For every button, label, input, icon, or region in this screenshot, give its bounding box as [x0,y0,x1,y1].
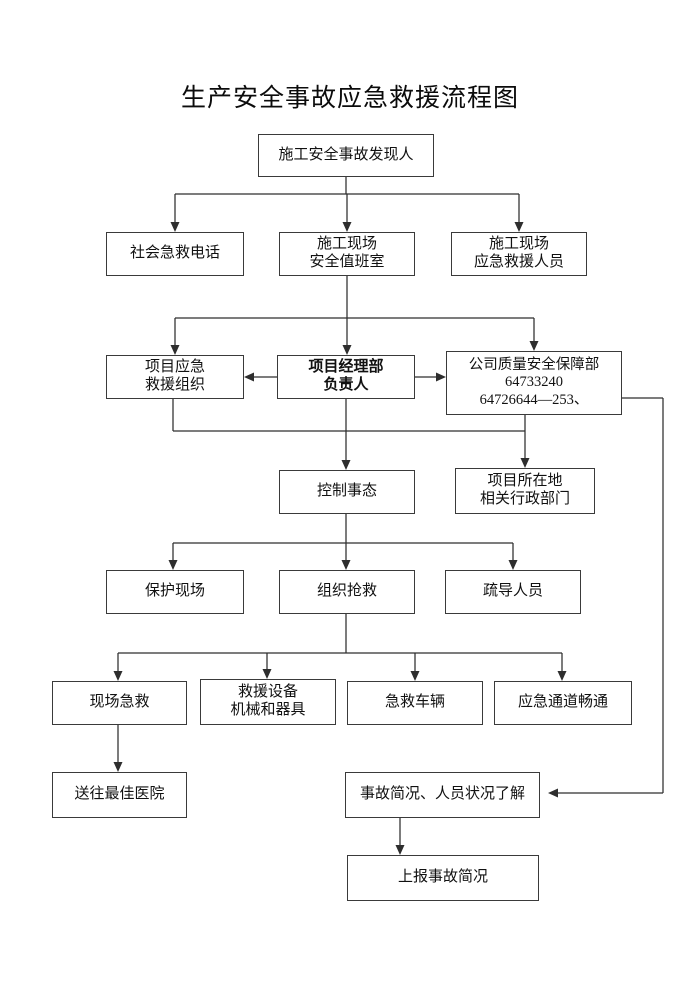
node-label: 保护现场 [144,583,205,600]
node-label: 项目应急 救援组织 [144,359,205,393]
node-label: 项目经理部 负责人 [308,359,384,393]
node-label: 项目所在地 相关行政部门 [479,473,570,507]
node-label: 组织抢救 [316,583,377,600]
page-title: 生产安全事故应急救援流程图 [180,85,519,112]
node-site-rescue-staff[interactable]: 施工现场 应急救援人员 [451,232,587,276]
node-discoverer[interactable]: 施工安全事故发现人 [258,134,434,177]
node-project-manager[interactable]: 项目经理部 负责人 [277,355,415,399]
node-label: 公司质量安全保障部 64733240 64726644—253、 [468,357,600,408]
node-label: 事故简况、人员状况了解 [359,786,525,803]
node-company-qsd[interactable]: 公司质量安全保障部 64733240 64726644—253、 [446,351,622,415]
node-label: 疏导人员 [482,583,543,600]
node-label: 控制事态 [316,483,377,500]
node-control-situation[interactable]: 控制事态 [279,470,415,514]
node-project-rescue-org[interactable]: 项目应急 救援组织 [106,355,244,399]
node-label: 现场急救 [89,694,150,711]
node-report-incident[interactable]: 上报事故简况 [347,855,539,901]
node-label: 救援设备 机械和器具 [230,684,306,718]
node-label: 上报事故简况 [397,869,488,886]
node-protect-scene[interactable]: 保护现场 [106,570,244,614]
node-label: 施工安全事故发现人 [278,146,414,163]
node-local-admin-dept[interactable]: 项目所在地 相关行政部门 [455,468,595,514]
node-ambulance[interactable]: 急救车辆 [347,681,483,725]
node-public-emergency-call[interactable]: 社会急救电话 [106,232,244,276]
node-label: 社会急救电话 [129,245,220,262]
node-incident-brief[interactable]: 事故简况、人员状况了解 [345,772,540,818]
node-label: 施工现场 安全值班室 [309,236,385,270]
node-label: 急救车辆 [384,694,445,711]
node-rescue-equipment[interactable]: 救援设备 机械和器具 [200,679,336,725]
node-label: 送往最佳医院 [74,786,165,803]
node-onsite-first-aid[interactable]: 现场急救 [52,681,187,725]
node-evacuate-people[interactable]: 疏导人员 [445,570,581,614]
node-label: 应急通道畅通 [517,694,608,711]
node-organize-rescue[interactable]: 组织抢救 [279,570,415,614]
node-emergency-lane-clear[interactable]: 应急通道畅通 [494,681,632,725]
node-site-safety-duty-room[interactable]: 施工现场 安全值班室 [279,232,415,276]
node-label: 施工现场 应急救援人员 [473,236,564,270]
node-send-to-hospital[interactable]: 送往最佳医院 [52,772,187,818]
